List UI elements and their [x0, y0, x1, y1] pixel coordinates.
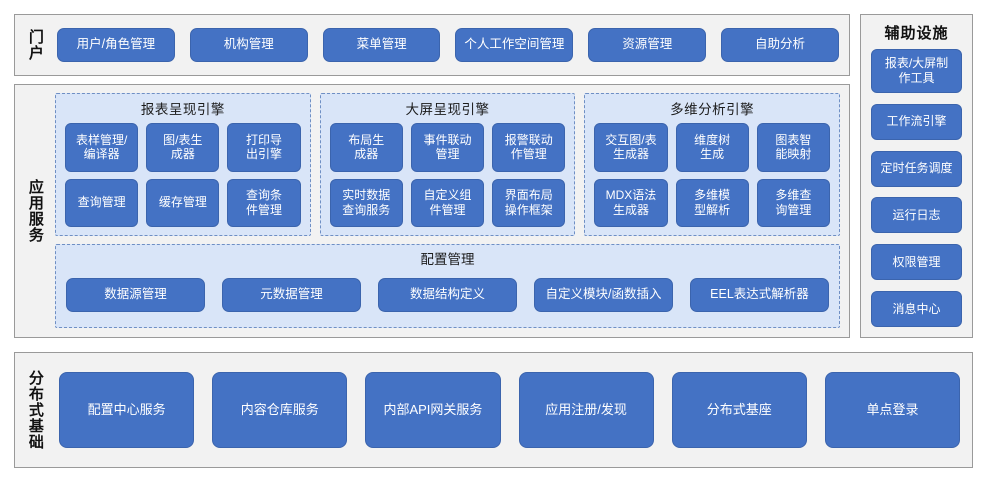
configuration-management-row: 数据源管理 元数据管理 数据结构定义 自定义模块/函数插入 EEL表达式解析器 [66, 272, 829, 318]
screen-item-layout-generator[interactable]: 布局生 成器 [329, 123, 403, 172]
report-item-cache-management[interactable]: 缓存管理 [146, 178, 220, 227]
report-rendering-engine-grid: 表样管理/ 编译器 图/表生 成器 打印导 出引擎 查询管理 缓存管理 查询条 … [65, 123, 301, 227]
config-item-datasource-management[interactable]: 数据源管理 [66, 278, 205, 312]
config-item-data-structure-definition[interactable]: 数据结构定义 [378, 278, 517, 312]
base-item-single-sign-on[interactable]: 单点登录 [824, 372, 961, 448]
aux-item-message-center[interactable]: 消息中心 [871, 290, 962, 327]
distributed-base-row: 配置中心服务 内容仓库服务 内部API网关服务 应用注册/发现 分布式基座 单点… [55, 353, 972, 467]
application-services-body: 报表呈现引擎 表样管理/ 编译器 图/表生 成器 打印导 出引擎 查询管理 缓存… [55, 85, 849, 337]
report-rendering-engine-panel: 报表呈现引擎 表样管理/ 编译器 图/表生 成器 打印导 出引擎 查询管理 缓存… [55, 93, 311, 236]
config-item-metadata-management[interactable]: 元数据管理 [222, 278, 361, 312]
screen-item-event-linkage-management[interactable]: 事件联动 管理 [410, 123, 485, 172]
aux-item-report-screen-tool[interactable]: 报表/大屏制 作工具 [871, 49, 962, 93]
olap-item-interactive-chart-table-generator[interactable]: 交互图/表 生成器 [594, 123, 668, 172]
config-item-eel-expression-parser[interactable]: EEL表达式解析器 [690, 278, 829, 312]
multidimensional-analysis-engine-panel: 多维分析引擎 交互图/表 生成器 维度树 生成 图表智 能映射 MDX语法 生成… [584, 93, 841, 236]
auxiliary-facilities-title: 辅助设施 [884, 25, 949, 42]
report-item-query-management[interactable]: 查询管理 [65, 178, 139, 227]
report-item-chart-table-generator[interactable]: 图/表生 成器 [146, 123, 220, 172]
portal-section-label: 门户 [26, 29, 44, 61]
portal-item-user-role[interactable]: 用户/角色管理 [57, 28, 175, 62]
portal-item-self-service-analysis[interactable]: 自助分析 [721, 28, 839, 62]
olap-item-chart-smart-mapping[interactable]: 图表智 能映射 [756, 123, 831, 172]
report-item-query-condition-management[interactable]: 查询条 件管理 [227, 178, 301, 227]
application-services-section: 应用服务 报表呈现引擎 表样管理/ 编译器 图/表生 成器 打印导 出引擎 查询… [14, 84, 850, 338]
portal-section: 门户 用户/角色管理 机构管理 菜单管理 个人工作空间管理 资源管理 自助分析 [14, 14, 850, 76]
base-item-app-registry-discovery[interactable]: 应用注册/发现 [518, 372, 654, 448]
olap-item-multidimensional-query-management[interactable]: 多维查 询管理 [756, 178, 831, 227]
distributed-base-label: 分布式基础 [26, 370, 44, 450]
olap-item-mdx-syntax-generator[interactable]: MDX语法 生成器 [594, 178, 668, 227]
screen-item-alarm-action-management[interactable]: 报警联动 作管理 [492, 123, 566, 172]
olap-item-multidimensional-model-parsing[interactable]: 多维模 型解析 [675, 178, 749, 227]
screen-item-ui-layout-framework[interactable]: 界面布局 操作框架 [492, 178, 566, 227]
multidimensional-analysis-engine-grid: 交互图/表 生成器 维度树 生成 图表智 能映射 MDX语法 生成器 多维模 型… [594, 123, 831, 227]
base-item-content-repository-service[interactable]: 内容仓库服务 [212, 372, 348, 448]
aux-item-runtime-log[interactable]: 运行日志 [871, 197, 962, 234]
multidimensional-analysis-engine-title: 多维分析引擎 [670, 102, 755, 117]
config-item-custom-module-function[interactable]: 自定义模块/函数插入 [534, 278, 673, 312]
portal-item-workspace[interactable]: 个人工作空间管理 [455, 28, 574, 62]
auxiliary-facilities-section: 辅助设施 报表/大屏制 作工具 工作流引擎 定时任务调度 运行日志 权限管理 消… [860, 14, 973, 338]
configuration-management-title: 配置管理 [420, 252, 475, 267]
report-rendering-engine-title: 报表呈现引擎 [140, 102, 225, 117]
configuration-management-panel: 配置管理 数据源管理 元数据管理 数据结构定义 自定义模块/函数插入 EEL表达… [55, 244, 840, 328]
portal-item-organization[interactable]: 机构管理 [189, 28, 308, 62]
base-item-distributed-foundation[interactable]: 分布式基座 [671, 372, 807, 448]
engines-row: 报表呈现引擎 表样管理/ 编译器 图/表生 成器 打印导 出引擎 查询管理 缓存… [55, 93, 841, 236]
olap-item-dimension-tree-generation[interactable]: 维度树 生成 [675, 123, 749, 172]
screen-item-realtime-data-query-service[interactable]: 实时数据 查询服务 [329, 178, 403, 227]
report-item-template-compiler[interactable]: 表样管理/ 编译器 [65, 123, 139, 172]
application-services-label: 应用服务 [26, 179, 44, 243]
aux-item-scheduled-task[interactable]: 定时任务调度 [871, 150, 962, 187]
base-item-config-center-service[interactable]: 配置中心服务 [59, 372, 195, 448]
large-screen-rendering-engine-panel: 大屏呈现引擎 布局生 成器 事件联动 管理 报警联动 作管理 实时数据 查询服务… [319, 93, 576, 236]
report-item-print-export-engine[interactable]: 打印导 出引擎 [227, 123, 301, 172]
screen-item-custom-component-management[interactable]: 自定义组 件管理 [410, 178, 485, 227]
distributed-base-section: 分布式基础 配置中心服务 内容仓库服务 内部API网关服务 应用注册/发现 分布… [14, 352, 973, 468]
large-screen-rendering-engine-title: 大屏呈现引擎 [405, 102, 490, 117]
aux-item-workflow-engine[interactable]: 工作流引擎 [871, 103, 962, 140]
large-screen-rendering-engine-grid: 布局生 成器 事件联动 管理 报警联动 作管理 实时数据 查询服务 自定义组 件… [329, 123, 566, 227]
aux-item-permission-management[interactable]: 权限管理 [871, 244, 962, 281]
base-item-internal-api-gateway-service[interactable]: 内部API网关服务 [365, 372, 501, 448]
portal-button-row: 用户/角色管理 机构管理 菜单管理 个人工作空间管理 资源管理 自助分析 [55, 15, 849, 75]
portal-item-menu[interactable]: 菜单管理 [322, 28, 441, 62]
portal-item-resource[interactable]: 资源管理 [588, 28, 707, 62]
auxiliary-facilities-list: 报表/大屏制 作工具 工作流引擎 定时任务调度 运行日志 权限管理 消息中心 [861, 49, 972, 329]
